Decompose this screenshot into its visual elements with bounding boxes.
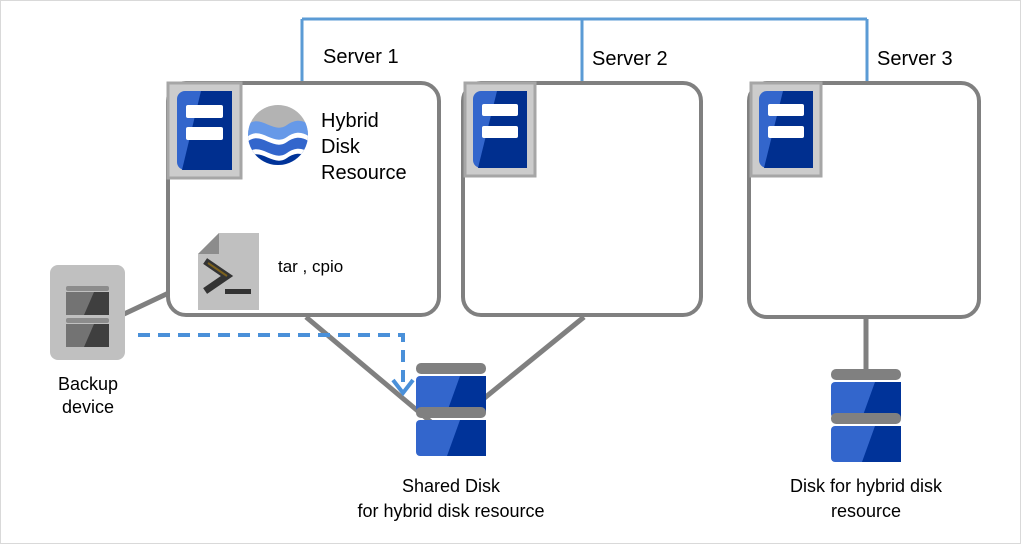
server3-disk-icon xyxy=(831,369,901,462)
network-bus xyxy=(300,17,869,83)
backup-device-icon xyxy=(50,265,125,360)
script-command-label: tar , cpio xyxy=(278,257,344,276)
script-file-icon xyxy=(198,233,259,310)
shared-disk-icon xyxy=(416,363,486,456)
server3-disk-label-line1: Disk for hybrid disk xyxy=(789,476,943,496)
hybrid-disk-resource-icon xyxy=(248,105,308,165)
shared-disk-label-line2: for hybrid disk resource xyxy=(357,501,545,521)
server3-disk-label-line2: resource xyxy=(830,501,902,521)
server-icon-1 xyxy=(166,81,243,180)
server-3-label: Server 3 xyxy=(877,48,953,70)
backup-device-label-line2: device xyxy=(61,397,115,417)
backup-device-label-line1: Backup xyxy=(57,374,119,394)
hybrid-disk-resource-label-line2: Disk xyxy=(321,136,360,158)
backup-flow-arrow xyxy=(138,333,415,397)
server-icon-3 xyxy=(749,81,823,178)
server-icon-2 xyxy=(463,81,537,178)
hybrid-disk-resource-label-line3: Resource xyxy=(321,162,407,184)
shared-disk-label-line1: Shared Disk xyxy=(401,476,501,496)
hybrid-disk-resource-label-line1: Hybrid xyxy=(321,110,379,132)
server-2-label: Server 2 xyxy=(592,48,668,70)
server-1-label: Server 1 xyxy=(323,46,399,68)
